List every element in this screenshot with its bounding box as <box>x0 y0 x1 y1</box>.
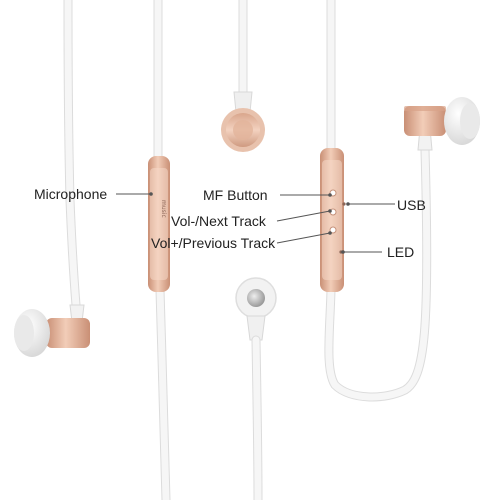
vol-plus-previous-label: Vol+/Previous Track <box>151 235 276 251</box>
mf-button-label: MF Button <box>203 187 268 203</box>
led-label: LED <box>387 244 415 260</box>
usb-label: USB <box>397 197 426 213</box>
vol-minus-leader <box>276 210 331 222</box>
vol-minus-next-label: Vol-/Next Track <box>171 213 266 229</box>
rose-gold-magnet-cap <box>221 91 265 152</box>
control-unit <box>320 148 346 292</box>
right-cable <box>324 0 432 402</box>
right-earbud <box>404 97 480 151</box>
left-earbud <box>14 304 90 357</box>
microphone-module: music <box>148 156 170 292</box>
leader-lines <box>116 193 395 253</box>
vol-plus-leader <box>276 232 331 244</box>
mic-cable <box>153 0 171 500</box>
silver-magnet-cap <box>235 277 277 341</box>
left-cable <box>63 0 81 310</box>
svg-text:music: music <box>160 200 167 218</box>
bottom-middle-cable <box>251 335 263 500</box>
leader-dots <box>149 192 350 254</box>
microphone-label: Microphone <box>34 186 108 202</box>
